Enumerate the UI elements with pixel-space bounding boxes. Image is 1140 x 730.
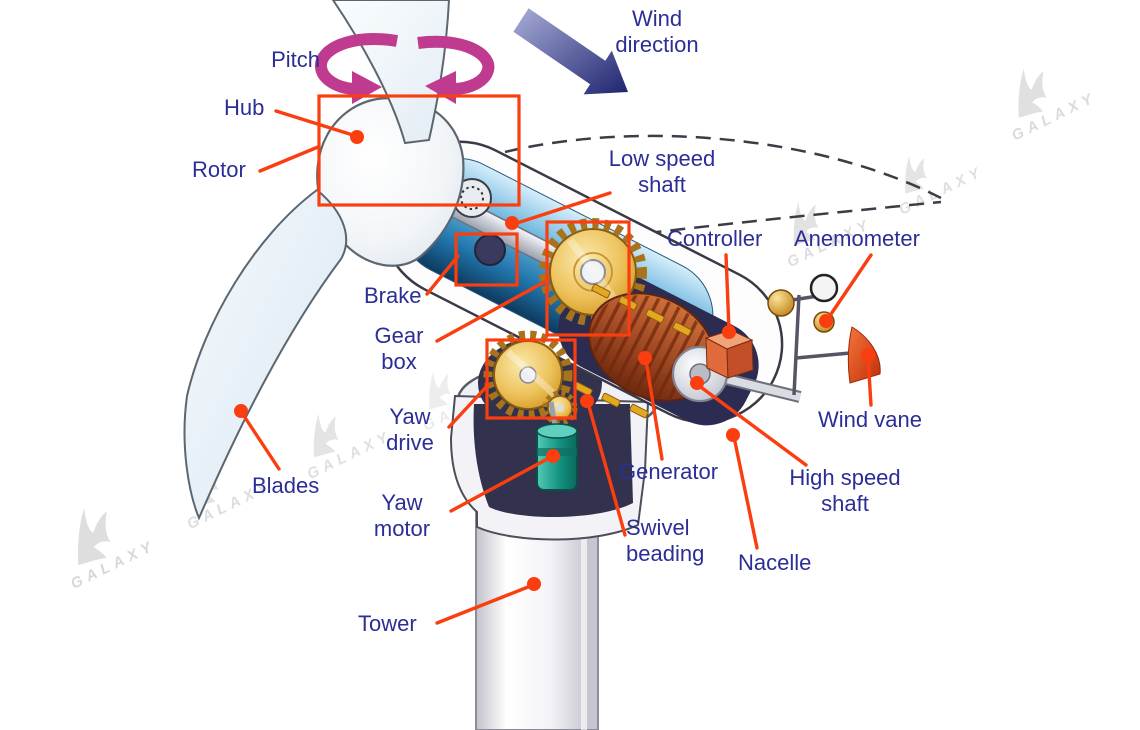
controller-leader-line [724,253,731,332]
rotor-leader-line [258,145,320,173]
swivel-beading-leader-line [586,401,627,537]
label-controller: Controller [667,226,763,251]
label-yaw-motor: Yaw motor [373,490,431,541]
label-wind-vane: Wind vane [818,407,922,432]
label-pitch: Pitch [271,47,320,72]
label-gear-box: Gear box [374,323,424,374]
label-generator: Generator [619,459,719,484]
hub-leader-line [274,109,358,138]
brake-disc [474,234,506,266]
gear-box-leader-line [435,278,550,343]
leader-lines [234,109,875,625]
gold-windings [573,283,692,419]
blades-leader-line [240,411,281,471]
generator-leader-line [644,358,664,461]
anemometer-leader-line [825,253,873,322]
yaw-drive-leader-line [447,382,491,429]
yaw-motor-leader-line [449,455,553,513]
label-rotor: Rotor [192,157,246,182]
label-blades: Blades [252,473,320,498]
nacelle-leader-line [732,435,759,550]
label-wind-direction: Wind direction [615,6,699,57]
low-speed-shaft-leader-line [512,191,612,226]
left-blade [183,188,348,521]
brake-leader-line [425,254,460,296]
gearbox-box [545,220,631,337]
label-brake: Brake [364,283,422,308]
label-yaw-drive: Yaw drive [386,404,434,455]
label-swivel-beading: Swivel beading [626,515,705,566]
rotor-hub-box [317,94,521,207]
highlight-boxes [317,94,631,420]
wind-direction-arrow [513,8,628,95]
yaw-drive-box [485,338,577,420]
label-low-speed-shaft: Low speed shaft [608,146,716,197]
controller-box [704,329,754,379]
label-hub: Hub [224,95,265,120]
label-anemometer: Anemometer [794,226,920,251]
label-high-speed-shaft: High speed shaft [789,465,901,516]
tower-leader-line [435,583,535,625]
wind-vane-leader-line [866,355,873,407]
label-tower: Tower [358,611,417,636]
label-nacelle: Nacelle [738,550,812,575]
high-speed-shaft-leader-line [696,383,808,467]
